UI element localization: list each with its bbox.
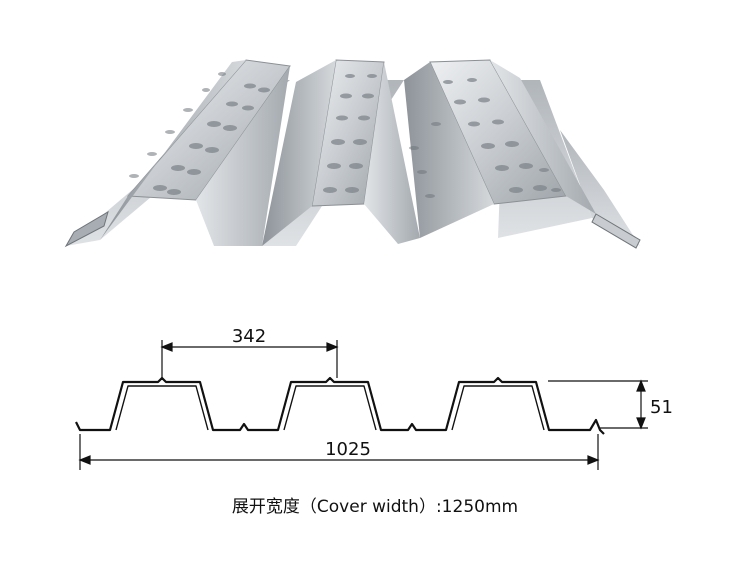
caption-label-cn: 展开宽度 [231, 497, 300, 517]
cover-width-caption: 展开宽度（Cover width）:1250mm [0, 492, 750, 517]
trough-far-right [560, 130, 640, 246]
dimension-rib-pitch [160, 340, 339, 378]
steel-deck-panel-render [64, 59, 641, 249]
caption-value: :1250mm [435, 497, 519, 517]
rib3-web-right [490, 60, 596, 214]
rib2-web-right [364, 62, 420, 244]
profile-section-drawing: 342 51 1025 [75, 326, 673, 470]
dim-rib-pitch-label: 342 [232, 326, 266, 347]
rib2-web-left [262, 60, 336, 246]
rib1-web-right [196, 66, 290, 246]
dim-effective-width-label: 1025 [325, 439, 371, 460]
caption-label-en: （Cover width） [299, 497, 436, 517]
edge-flange-right [591, 213, 641, 249]
dimension-effective-width [78, 434, 600, 470]
rib3-web-left [404, 62, 494, 238]
embossments [153, 74, 547, 195]
edge-flange-left [64, 210, 109, 248]
web-embossments [129, 72, 561, 198]
dim-depth-label: 51 [650, 397, 673, 418]
profile-outline [75, 376, 605, 435]
dimension-depth [548, 379, 648, 430]
